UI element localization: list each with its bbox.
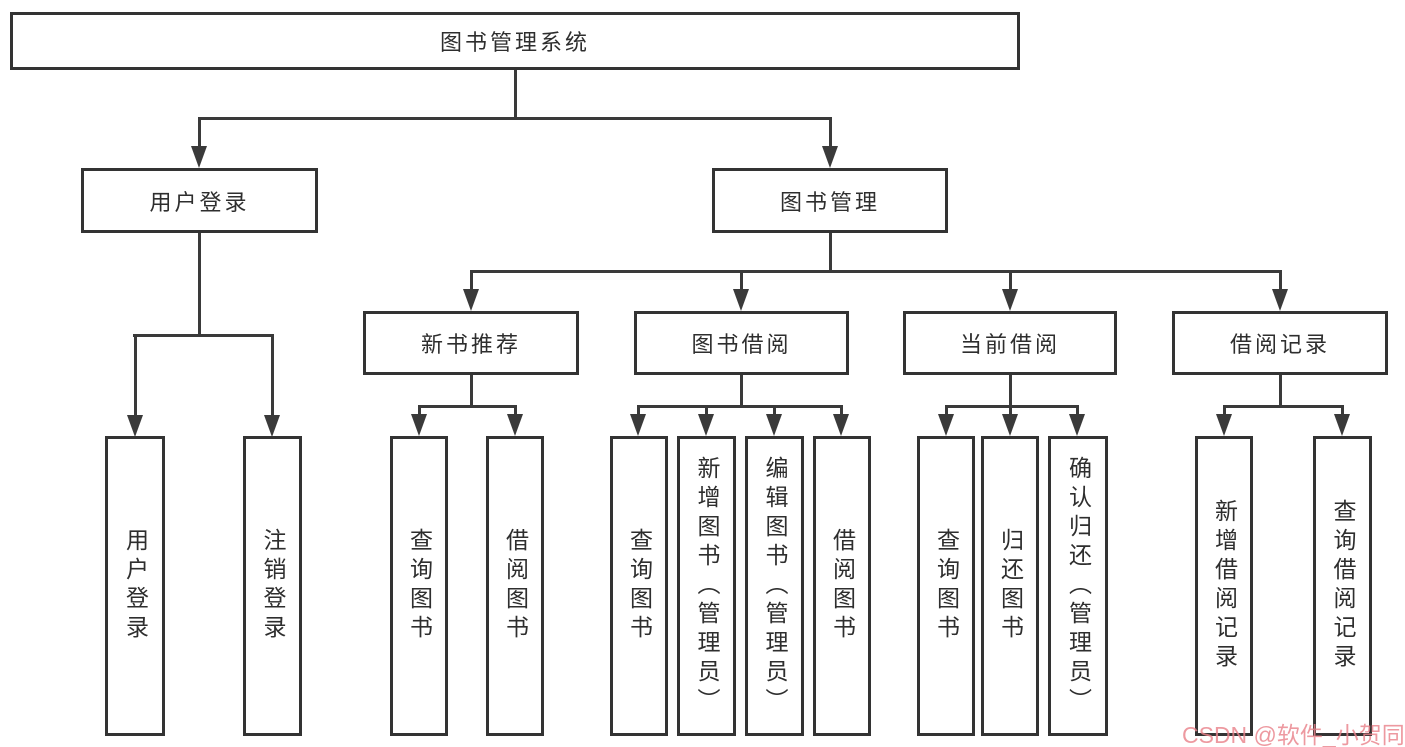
arrow-down-icon (507, 414, 523, 436)
arrow-down-icon (1002, 414, 1018, 436)
edge-to-nb-borrow (514, 405, 517, 419)
edge-newbook-bar (418, 405, 517, 408)
leaf-newbook-borrow: 借阅图书 (486, 436, 544, 736)
leaf-current-return: 归还图书 (981, 436, 1039, 736)
leaf-borrow-query: 查询图书 (610, 436, 668, 736)
edge-to-cb-return (1009, 405, 1012, 419)
edge-to-bb-add (705, 405, 708, 419)
edge-bookborrow-bar (637, 405, 843, 408)
leaf-borrow-book: 借阅图书 (813, 436, 871, 736)
edge-to-book-borrow (740, 270, 743, 292)
edge-to-user-login (198, 117, 201, 150)
node-borrow-records: 借阅记录 (1172, 311, 1388, 375)
edge-userlogin-bar (133, 334, 274, 337)
edge-bookmgmt-stem (829, 233, 832, 273)
edge-to-bb-edit (773, 405, 776, 419)
edge-root-stem (514, 70, 517, 119)
leaf-newbook-query: 查询图书 (390, 436, 448, 736)
edge-records-bar (1223, 405, 1344, 408)
arrow-down-icon (1334, 414, 1350, 436)
arrow-down-icon (766, 414, 782, 436)
edge-bookborrow-stem (740, 375, 743, 408)
edge-to-leaf-logout (271, 334, 274, 419)
edge-to-book-management (829, 117, 832, 150)
arrow-down-icon (733, 289, 749, 311)
leaf-records-query: 查询借阅记录 (1313, 436, 1372, 736)
edge-to-leaf-user-login (134, 334, 137, 419)
arrow-down-icon (1272, 289, 1288, 311)
arrow-down-icon (463, 289, 479, 311)
edge-userlogin-stem (198, 233, 201, 337)
edge-currentborrow-stem (1009, 375, 1012, 408)
arrow-down-icon (1002, 289, 1018, 311)
arrow-down-icon (630, 414, 646, 436)
node-current-borrow: 当前借阅 (903, 311, 1117, 375)
leaf-current-query: 查询图书 (917, 436, 975, 736)
leaf-current-confirm-admin: 确认归还（管理员） (1048, 436, 1108, 736)
leaf-records-add: 新增借阅记录 (1195, 436, 1253, 736)
edge-to-bb-borrow (840, 405, 843, 419)
edge-to-nb-query (418, 405, 421, 419)
edge-to-borrow-records (1279, 270, 1282, 292)
leaf-user-login: 用户登录 (105, 436, 165, 736)
edge-to-br-add (1223, 405, 1226, 419)
leaf-borrow-add-admin: 新增图书（管理员） (677, 436, 736, 736)
arrow-down-icon (264, 415, 280, 437)
edge-to-new-book (470, 270, 473, 292)
node-book-borrow: 图书借阅 (634, 311, 849, 375)
node-new-book-recommend: 新书推荐 (363, 311, 579, 375)
arrow-down-icon (411, 414, 427, 436)
arrow-down-icon (698, 414, 714, 436)
edge-to-current-borrow (1009, 270, 1012, 292)
edge-to-cb-query (945, 405, 948, 419)
node-book-management: 图书管理 (712, 168, 948, 233)
arrow-down-icon (1216, 414, 1232, 436)
edge-root-bar (198, 117, 832, 120)
arrow-down-icon (938, 414, 954, 436)
edge-to-cb-confirm (1076, 405, 1079, 419)
watermark: CSDN @软件_小贺同学 (1182, 722, 1405, 747)
node-root-library-system: 图书管理系统 (10, 12, 1020, 70)
arrow-down-icon (822, 146, 838, 168)
arrow-down-icon (833, 414, 849, 436)
node-user-login: 用户登录 (81, 168, 318, 233)
edge-to-br-query (1341, 405, 1344, 419)
edge-bookmgmt-bar (470, 270, 1282, 273)
arrow-down-icon (1069, 414, 1085, 436)
edge-newbook-stem (470, 375, 473, 408)
edge-to-bb-query (637, 405, 640, 419)
leaf-logout: 注销登录 (243, 436, 302, 736)
edge-currentborrow-bar (945, 405, 1079, 408)
arrow-down-icon (127, 415, 143, 437)
arrow-down-icon (191, 146, 207, 168)
leaf-borrow-edit-admin: 编辑图书（管理员） (745, 436, 804, 736)
edge-records-stem (1279, 375, 1282, 408)
